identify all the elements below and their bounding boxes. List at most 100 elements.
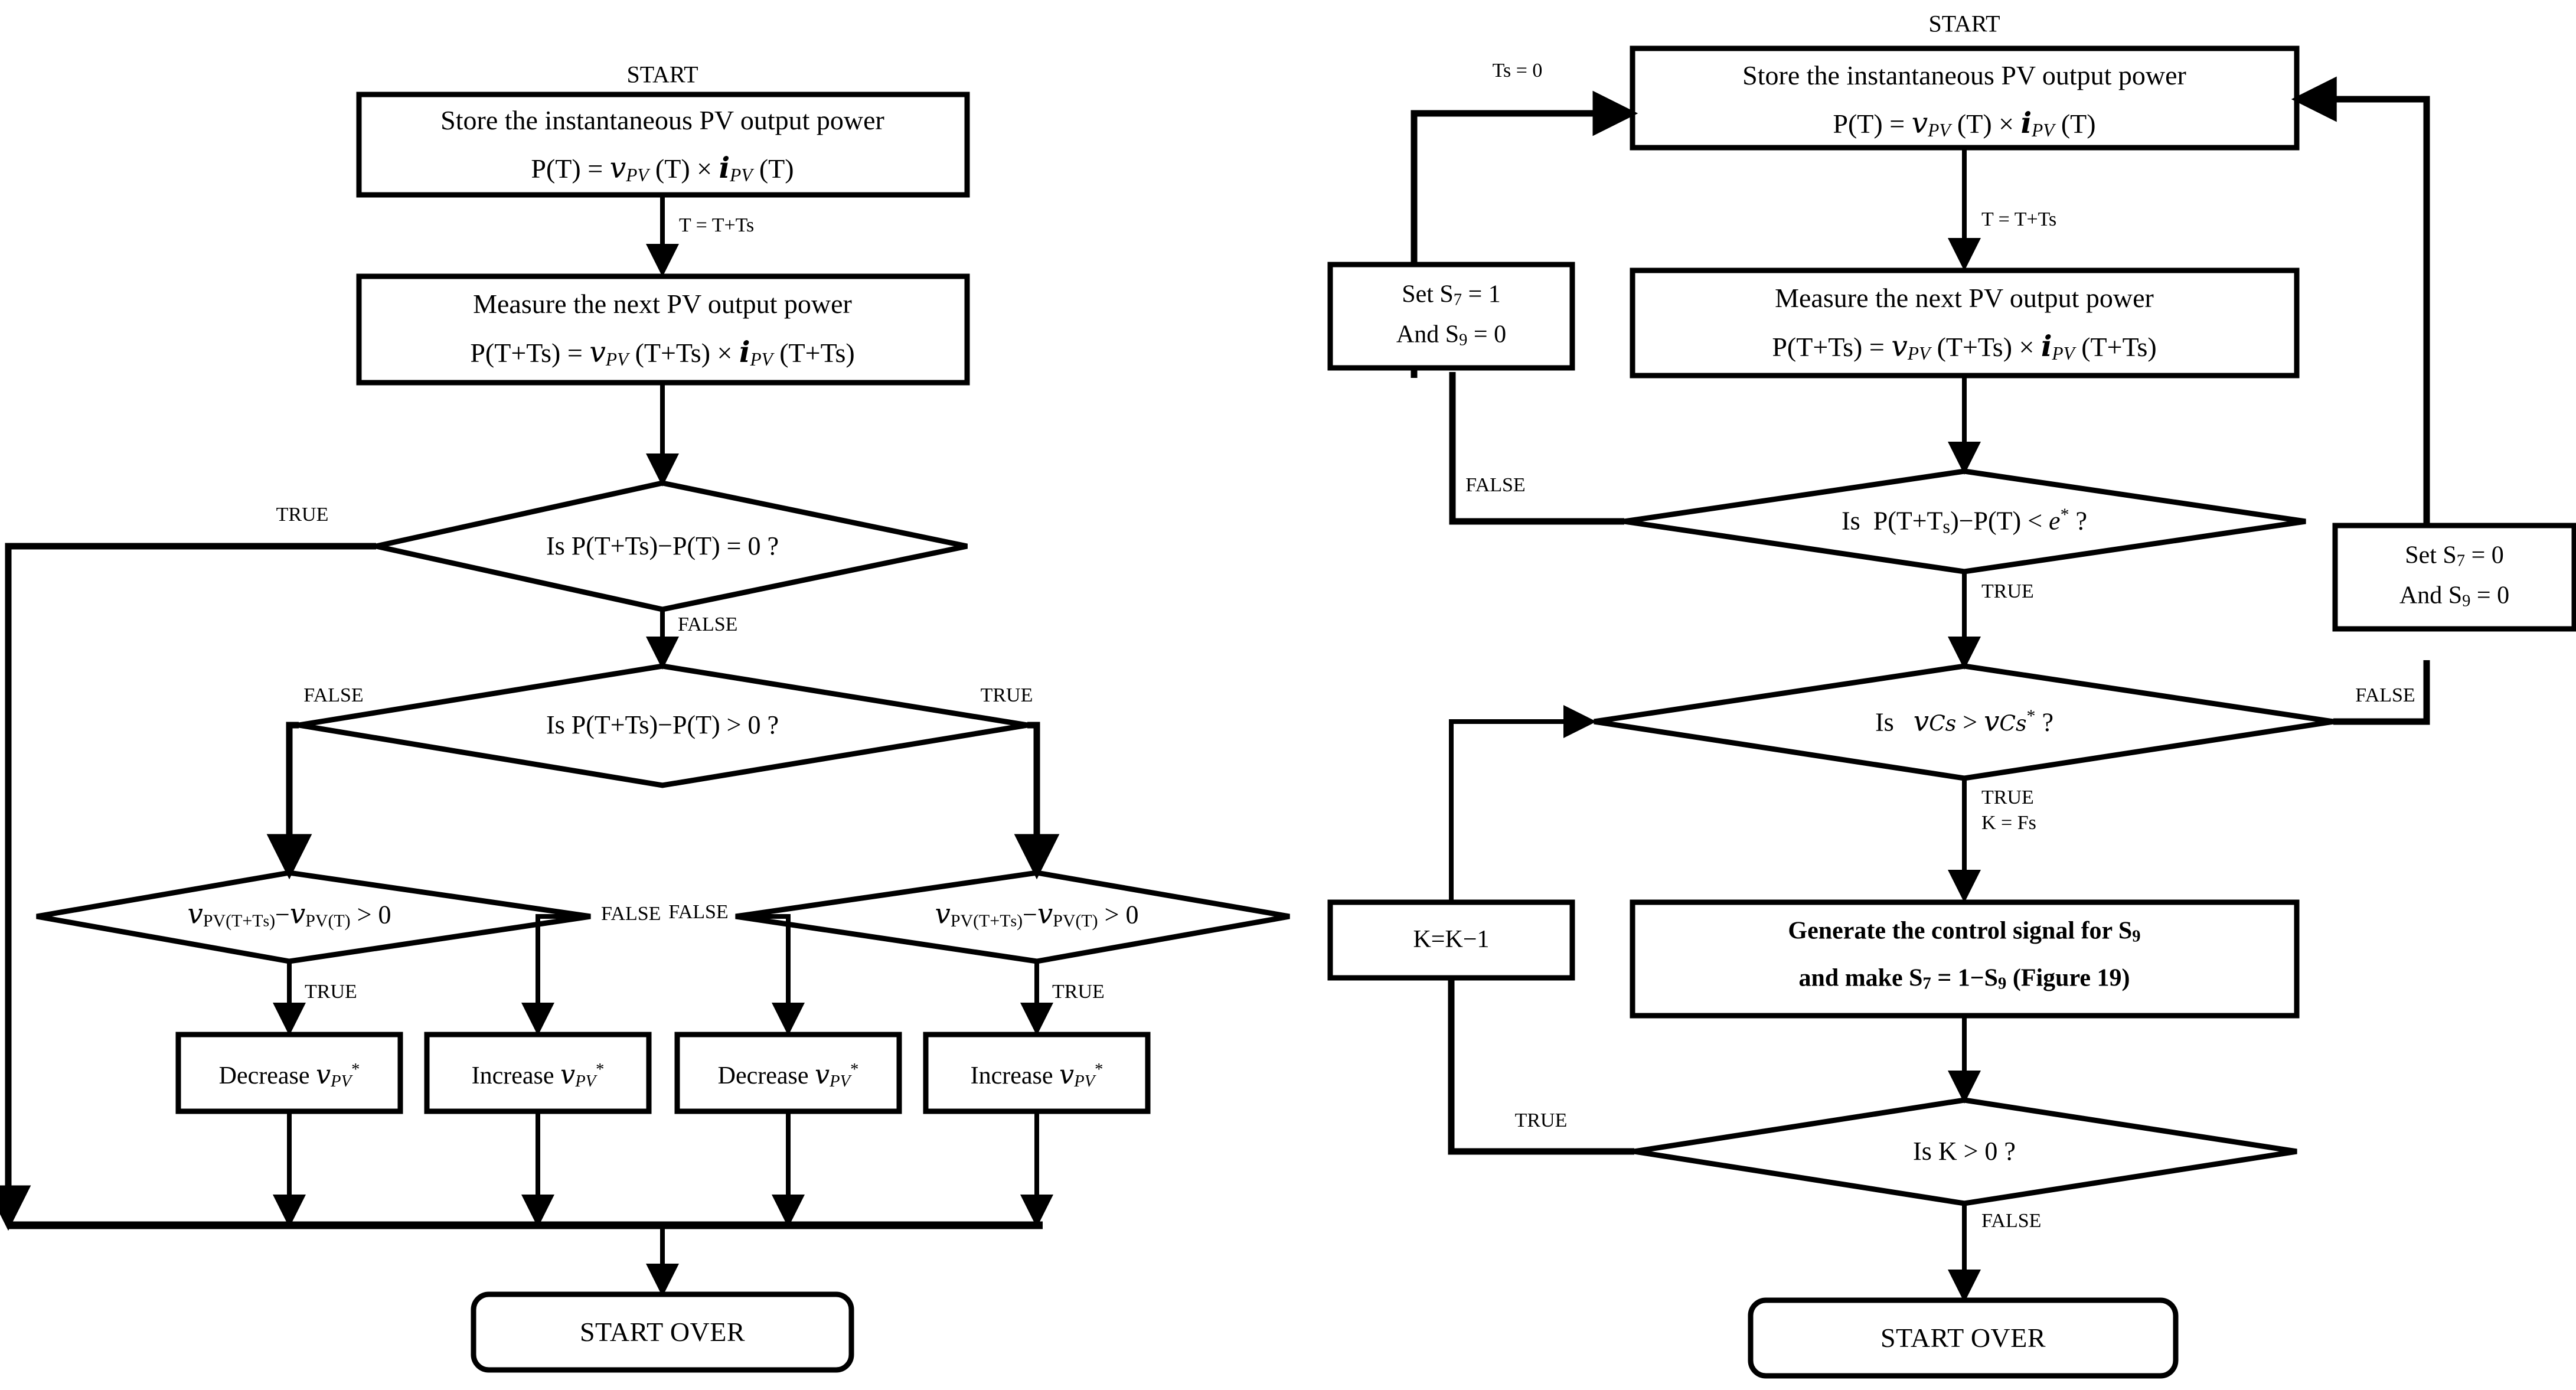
v-symbol: v [316,1060,331,1091]
right-set-box-right-line2: And S9 = 0 [2399,582,2509,612]
left-decision3-text: vPV(T+Ts)−vPV(T) > 0 [187,898,391,931]
right-k-box-text: K=K−1 [1413,926,1490,954]
i-subscript: PV [750,348,773,370]
txt: = 1 [1462,280,1501,308]
i-symbol: i [2020,106,2032,141]
i-subscript: PV [2032,119,2055,141]
left-action-box-2-text: Increase vPV* [472,1060,605,1092]
left-edge-d1-true [0,543,376,1231]
right-edge-d2-false [2333,660,2430,725]
right-set-box-left-shape [1327,262,1575,371]
star-superscript: * [850,1061,859,1079]
v-symbol: v [815,1060,830,1091]
txt: Set S [2405,541,2457,569]
v-subscript: PV [1074,1072,1095,1091]
v-symbol: v [1911,107,1928,141]
right-measure-box-shape [1630,267,2300,379]
switch-index: 7 [1453,291,1462,309]
left-action-box-3-text: Decrease vPV* [718,1060,859,1092]
action-verb: Decrease [717,1062,809,1090]
txt: P(T+Ts) = [1772,332,1892,363]
left-edge-d2-true [1014,722,1060,880]
right-ts-label: Ts = 0 [1492,59,1543,81]
right-set-box-left-line1: Set S7 = 1 [1402,280,1501,311]
left-edge-d3-false [521,914,590,1036]
left-terminator-label: START OVER [579,1316,746,1347]
right-decision1-true-label: TRUE [1981,580,2034,602]
left-decision2-text: Is P(T+Ts)−P(T) > 0 ? [546,710,779,740]
v-subscript: PV [1907,342,1931,364]
switch-index: 7 [1922,974,1931,993]
left-decision4-text: vPV(T+Ts)−vPV(T) > 0 [935,898,1139,931]
v-subscript: PV [331,1072,352,1091]
right-store-box-line1: Store the instantaneous PV output power [1742,60,2186,90]
right-decision3-true-label: TRUE [1514,1109,1568,1131]
left-decision1-false-label: FALSE [678,614,738,635]
right-edge-d1-false [1449,372,1624,525]
right-set-box-right-shape [2332,523,2576,632]
txt: P(T) = [531,154,610,184]
right-edge-t-label: T = T+Ts [1981,208,2057,230]
right-measure-box-line1: Measure the next PV output power [1775,282,2154,313]
txt: = 0 [2465,541,2504,569]
true-text: TRUE [1981,787,2034,808]
right-decision1-false-label: FALSE [1465,474,1526,496]
right-decision2-true-label: TRUE K = Fs [1981,785,2036,836]
i-subscript: PV [2052,342,2075,364]
txt: = 1−S [1931,964,1999,992]
v-subscript: PV [830,1072,851,1091]
switch-index: 9 [2462,592,2471,611]
txt: (T+Ts) × [628,338,739,368]
left-decision3-true-label: TRUE [305,981,357,1003]
left-edge-t-label: T = T+Ts [679,214,755,236]
action-verb: Increase [970,1062,1053,1090]
right-set-box-left-line2: And S9 = 0 [1396,321,1506,351]
txt: and make S [1798,964,1923,992]
left-decision3-false-label: FALSE [601,903,661,925]
txt: = 0 [1467,321,1507,348]
left-decision2-shape [298,663,1028,788]
left-action-box-4-text: Increase vPV* [971,1060,1103,1092]
left-store-box-line1: Store the instantaneous PV output power [440,105,884,135]
v-symbol: v [609,152,626,185]
v-subscript: PV [575,1072,596,1091]
right-decision3-false-label: FALSE [1981,1210,2042,1232]
left-action-box-1-text: Decrease vPV* [219,1060,360,1092]
v-symbol: v [1891,330,1908,364]
left-edge-d4-false [736,914,805,1036]
left-terminator-shape [471,1291,854,1373]
txt: And S [1396,321,1460,348]
txt: (T) × [1950,109,2021,139]
txt: Generate the control signal for S [1788,917,2133,945]
left-start-label: START [626,61,698,88]
switch-index: 9 [1998,974,2007,993]
left-decision2-true-label: TRUE [980,684,1033,706]
left-decision4-false-label: FALSE [668,900,729,923]
left-measure-box-shape [356,273,970,386]
left-decision4-true-label: TRUE [1052,981,1105,1003]
left-decision1-true-label: TRUE [276,503,329,526]
star-superscript: * [596,1061,605,1079]
right-terminator-shape [1748,1297,2179,1379]
right-store-box-line2: P(T) = vPV (T) × iPV (T) [1833,106,2095,142]
right-terminator-label: START OVER [1880,1322,2046,1353]
right-edge-return-to-store [2291,76,2430,526]
txt: (T) [752,154,794,184]
right-measure-box-line2: P(T+Ts) = vPV (T+Ts) × iPV (T+Ts) [1772,329,2156,365]
right-edge-d3-true [1448,978,1634,1155]
i-symbol: i [719,151,730,185]
right-generate-box-line2: and make S7 = 1−S9 (Figure 19) [1798,964,2130,994]
v-symbol: v [1059,1060,1075,1091]
txt: P(T+Ts) = [470,338,590,368]
figure-ref: (Figure 19) [2006,964,2130,992]
v-subscript: PV [626,164,649,185]
txt: And S [2399,582,2463,609]
left-decision2-false-label: FALSE [303,684,364,706]
i-symbol: i [739,335,750,370]
i-subscript: PV [730,164,753,185]
txt: Set S [1402,280,1454,308]
txt: (T+Ts) × [1930,332,2041,363]
switch-index: 9 [2132,927,2141,946]
txt: = 0 [2470,582,2510,609]
